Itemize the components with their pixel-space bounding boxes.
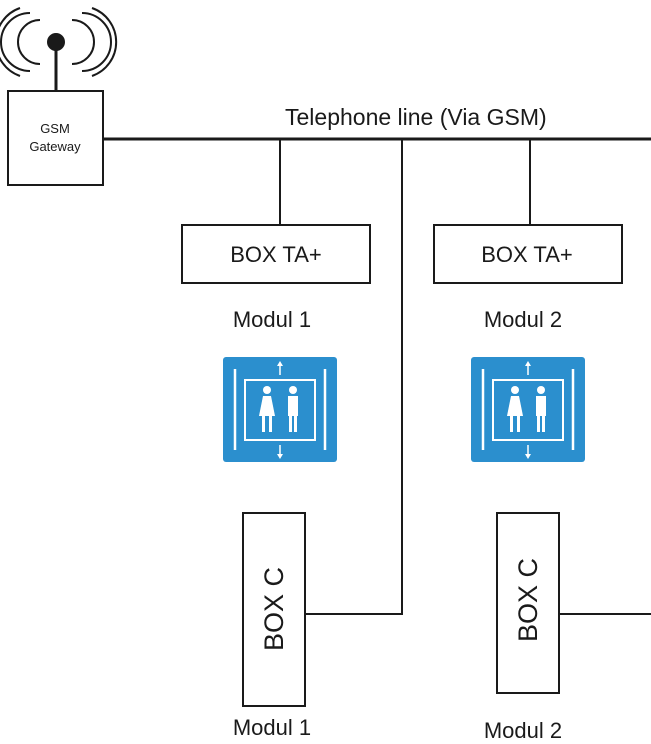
gsm-gateway-label-1: GSM bbox=[40, 121, 70, 136]
box-ta-2 bbox=[433, 224, 623, 284]
modul-1-bottom-label: Modul 1 bbox=[233, 715, 311, 740]
elevator-icon bbox=[223, 357, 337, 462]
gsm-gateway-box bbox=[7, 90, 104, 186]
box-ta-2-label: BOX TA+ bbox=[481, 242, 573, 267]
box-c-1-label: BOX C bbox=[259, 567, 289, 651]
modul-2-bottom-label: Modul 2 bbox=[484, 718, 562, 743]
modul-2-top-label: Modul 2 bbox=[484, 307, 562, 332]
box-c-2-label: BOX C bbox=[513, 558, 543, 642]
gsm-gateway-label-2: Gateway bbox=[29, 139, 81, 154]
elevator-icon bbox=[471, 357, 585, 462]
antenna-icon bbox=[0, 7, 118, 91]
box-ta-1 bbox=[181, 224, 371, 284]
box-c-1-link bbox=[305, 139, 403, 615]
box-c-2 bbox=[496, 512, 560, 694]
box-ta-1-label: BOX TA+ bbox=[230, 242, 322, 267]
modul-1-top-label: Modul 1 bbox=[233, 307, 311, 332]
telephone-line-label: Telephone line (Via GSM) bbox=[285, 104, 547, 130]
box-c-1 bbox=[242, 512, 306, 707]
